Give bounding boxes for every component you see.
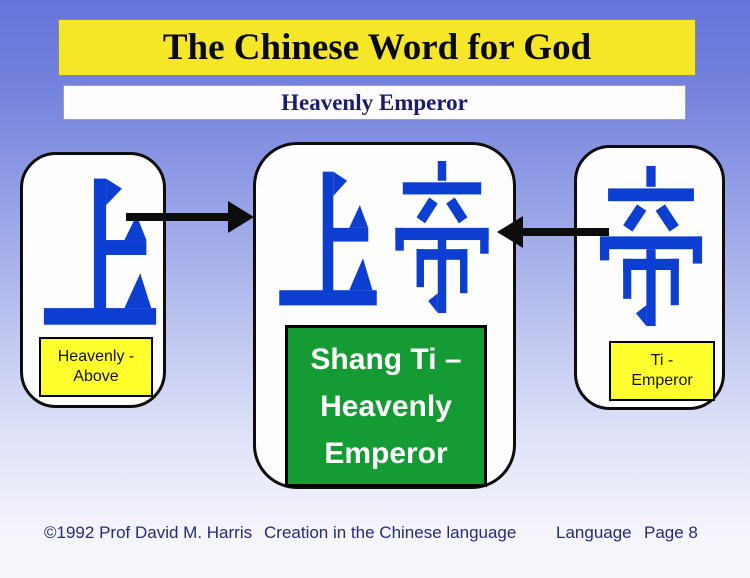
shang-ti-characters-text: 上帝 bbox=[256, 145, 257, 146]
shang-ti-heavenly-emperor-label: Shang Ti – Heavenly Emperor bbox=[285, 325, 487, 487]
label-line: Emperor bbox=[631, 372, 693, 389]
footer-series-title: Creation in the Chinese language bbox=[264, 523, 517, 542]
label-line: Above bbox=[73, 368, 119, 385]
heavenly-above-label: Heavenly - Above bbox=[39, 337, 153, 397]
label-line: Ti - bbox=[650, 352, 674, 369]
ti-character-glyph bbox=[593, 166, 709, 326]
label-line: Shang Ti – bbox=[310, 342, 462, 376]
footer-page-number: Page 8 bbox=[644, 523, 698, 542]
right-arrow-icon bbox=[124, 201, 254, 233]
left-arrow-icon bbox=[497, 216, 609, 248]
shang-character-text: 上 bbox=[23, 155, 24, 156]
label-line: Emperor bbox=[324, 436, 448, 470]
label-line: Heavenly bbox=[320, 389, 452, 423]
shang-ti-box: 上帝 Shang Ti – Heavenly Emperor bbox=[253, 142, 516, 489]
subtitle-banner: Heavenly Emperor bbox=[63, 85, 686, 120]
shang-character-glyph bbox=[275, 161, 381, 313]
ti-character-glyph bbox=[389, 161, 495, 313]
footer-section: Language bbox=[556, 523, 632, 542]
shang-ti-character-glyphs bbox=[256, 161, 513, 317]
ti-emperor-label: Ti - Emperor bbox=[609, 341, 715, 401]
shang-character-glyph bbox=[39, 167, 161, 333]
page-title: The Chinese Word for God bbox=[162, 27, 592, 68]
label-line: Heavenly - bbox=[57, 348, 135, 365]
subtitle: Heavenly Emperor bbox=[281, 89, 468, 115]
ti-character-text: 帝 bbox=[577, 148, 578, 149]
ti-box: 帝 Ti - Emperor bbox=[574, 145, 725, 410]
shang-box: 上 Heavenly - Above bbox=[20, 152, 166, 408]
title-banner: The Chinese Word for God bbox=[58, 19, 696, 76]
footer-copyright: ©1992 Prof David M. Harris bbox=[44, 523, 253, 542]
